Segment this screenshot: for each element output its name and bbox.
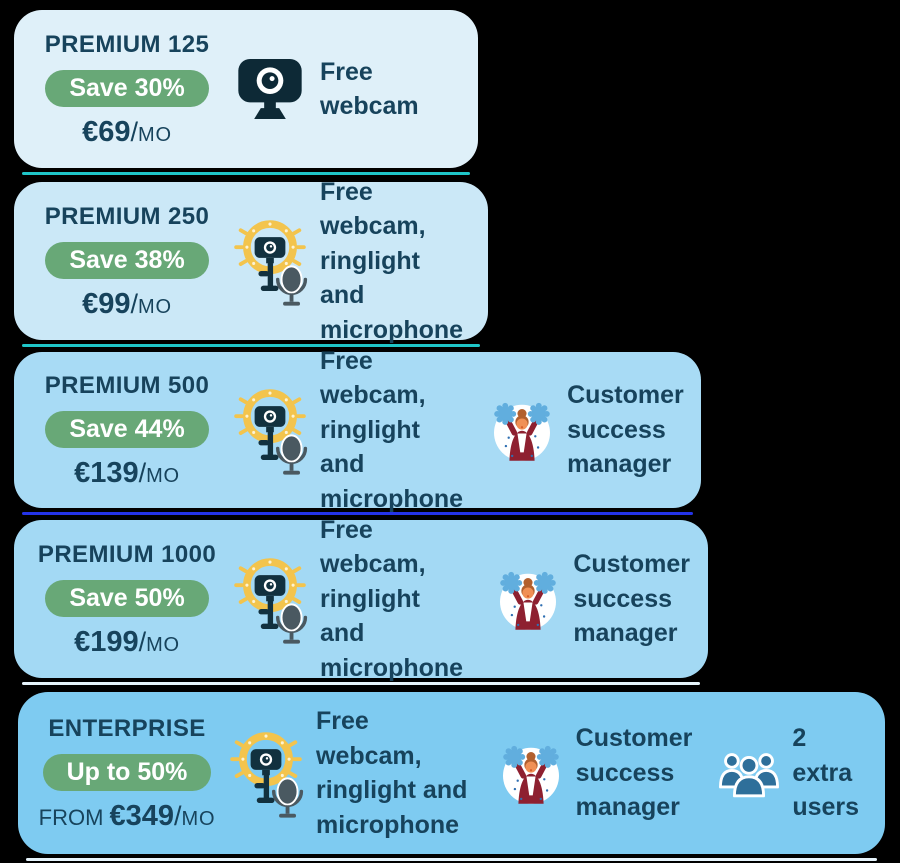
price-unit: MO <box>146 634 180 656</box>
feature-webcam: Free webcam <box>230 54 460 124</box>
price-unit: MO <box>146 465 180 487</box>
discount-badge-label: Up to 50% <box>66 758 188 786</box>
feature-label: Free webcam, ringlight and microphone <box>320 177 464 344</box>
plan-price: €99/MO <box>82 290 172 319</box>
price-slash: / <box>138 458 147 488</box>
plan-card-premium-125[interactable]: PREMIUM 125 Save 30% €69/MO Free webcam <box>14 10 478 175</box>
discount-badge: Save 44% <box>45 411 209 448</box>
price-prefix: FROM <box>38 805 110 830</box>
price-amount: €349 <box>109 800 175 832</box>
webcam-icon <box>230 54 310 124</box>
feature-customer-success-manager: Customer success manager <box>487 378 684 482</box>
price-amount: €139 <box>74 457 139 489</box>
discount-badge: Save 30% <box>45 70 209 107</box>
plan-card-premium-250[interactable]: PREMIUM 250 Save 38% €99/MO Free webcam,… <box>14 178 488 347</box>
plan-title: ENTERPRISE <box>48 715 206 742</box>
plan-info: ENTERPRISE Up to 50% FROM €349/MO <box>39 715 215 831</box>
feature-label: Customer success manager <box>575 724 693 822</box>
price-amount: €69 <box>82 116 131 148</box>
feature-extra-users: 2 extra users <box>716 721 867 825</box>
cheerleader-icon <box>496 737 566 809</box>
discount-badge: Save 50% <box>45 580 209 617</box>
plan-info: PREMIUM 500 Save 44% €139/MO <box>38 372 216 488</box>
plan-price: FROM €349/MO <box>39 802 216 831</box>
plan-card-enterprise[interactable]: ENTERPRISE Up to 50% FROM €349/MO Free w… <box>18 692 885 861</box>
cheerleader-icon <box>493 563 563 635</box>
price-slash: / <box>174 801 182 831</box>
feature-webcam-ringlight-microphone: Free webcam, ringlight and microphone <box>226 704 472 842</box>
price-amount: €199 <box>74 626 139 658</box>
plan-price: €139/MO <box>74 459 180 488</box>
price-amount: €99 <box>82 288 131 320</box>
feature-label: Free webcam, ringlight and microphone <box>320 346 464 513</box>
plan-info: PREMIUM 125 Save 30% €69/MO <box>38 31 216 147</box>
feature-webcam-ringlight-microphone: Free webcam, ringlight and microphone <box>230 513 469 686</box>
plan-card-premium-1000[interactable]: PREMIUM 1000 Save 50% €199/MO Free webca… <box>14 516 708 685</box>
ringlight-microphone-icon <box>230 380 310 480</box>
feature-label: Customer success manager <box>573 550 690 648</box>
ringlight-microphone-icon <box>230 549 310 649</box>
feature-label: 2 extra users <box>792 724 860 822</box>
ringlight-microphone-icon <box>230 211 310 311</box>
plan-info: PREMIUM 1000 Save 50% €199/MO <box>38 541 216 657</box>
feature-label: Customer success manager <box>567 381 684 479</box>
plan-card-premium-500[interactable]: PREMIUM 500 Save 44% €139/MO Free webcam… <box>14 347 701 515</box>
price-slash: / <box>138 627 147 657</box>
discount-badge-label: Save 50% <box>69 584 185 612</box>
feature-label: Free webcam, ringlight and microphone <box>316 707 468 839</box>
feature-webcam-ringlight-microphone: Free webcam, ringlight and microphone <box>230 344 463 517</box>
feature-webcam-ringlight-microphone: Free webcam, ringlight and microphone <box>230 175 470 348</box>
discount-badge-label: Save 30% <box>69 74 185 102</box>
discount-badge-label: Save 38% <box>69 246 185 274</box>
ringlight-microphone-icon <box>226 723 306 823</box>
price-slash: / <box>130 117 139 147</box>
price-unit: MO <box>138 296 172 318</box>
plan-title: PREMIUM 500 <box>44 372 210 399</box>
price-slash: / <box>130 289 139 319</box>
feature-customer-success-manager: Customer success manager <box>496 721 693 825</box>
feature-customer-success-manager: Customer success manager <box>493 547 690 651</box>
plan-price: €69/MO <box>82 118 172 147</box>
feature-label: Free webcam <box>320 57 419 121</box>
extra-users-icon <box>716 747 782 799</box>
discount-badge: Up to 50% <box>42 754 212 791</box>
cheerleader-icon <box>487 394 557 466</box>
discount-badge-label: Save 44% <box>69 415 185 443</box>
plan-title: PREMIUM 1000 <box>37 541 217 568</box>
price-unit: MO <box>181 808 216 830</box>
plan-title: PREMIUM 125 <box>44 31 210 58</box>
price-unit: MO <box>138 124 172 146</box>
plan-price: €199/MO <box>74 628 180 657</box>
feature-label: Free webcam, ringlight and microphone <box>320 515 464 682</box>
plan-title: PREMIUM 250 <box>44 203 210 230</box>
plan-info: PREMIUM 250 Save 38% €99/MO <box>38 203 216 319</box>
discount-badge: Save 38% <box>45 242 209 279</box>
